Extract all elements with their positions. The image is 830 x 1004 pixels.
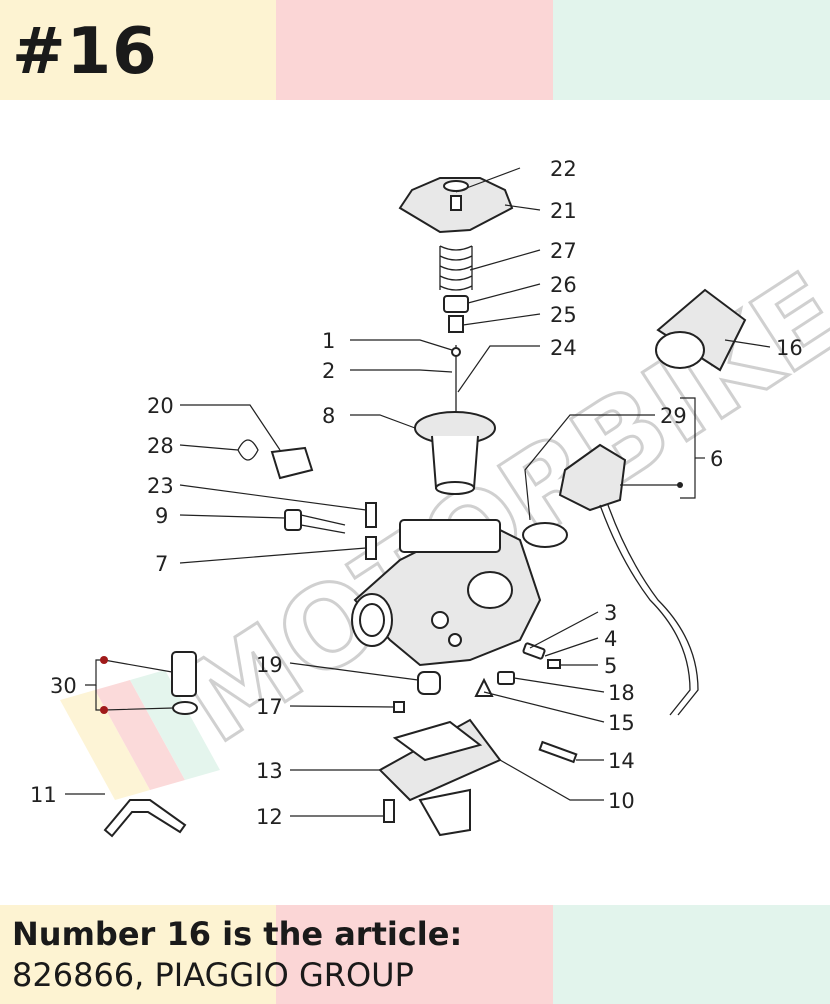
part-3 (522, 642, 546, 660)
part-23 (365, 502, 377, 528)
part-6-intake (558, 443, 699, 716)
callout-20: 20 (147, 394, 174, 418)
callout-25: 25 (550, 303, 577, 327)
part-16-cylinder (655, 288, 747, 372)
part-retainer (443, 295, 469, 313)
part-11-fitting (103, 799, 187, 838)
callout-28: 28 (147, 434, 174, 458)
part-float-bowl (378, 718, 578, 837)
callout-9: 9 (155, 504, 168, 528)
part-carburetor-body (351, 518, 542, 667)
footer-band-yellow (0, 905, 276, 1004)
part-30-group (171, 651, 198, 715)
part-29-oring (522, 522, 568, 548)
part-diaphragm (414, 411, 496, 495)
callout-30: 30 (50, 674, 77, 698)
callout-16: 16 (776, 336, 803, 360)
part-cover (398, 177, 514, 234)
footer-band (0, 905, 830, 1004)
callout-22: 22 (550, 157, 577, 181)
callout-3: 3 (604, 601, 617, 625)
part-28-clip (237, 439, 259, 461)
part-small-spring (448, 315, 464, 333)
leader-lines (65, 167, 771, 817)
part-9-screw (284, 509, 346, 534)
part-18 (497, 671, 515, 685)
callout-13: 13 (256, 759, 283, 783)
callout-14: 14 (608, 749, 635, 773)
callout-7: 7 (155, 552, 168, 576)
callout-21: 21 (550, 199, 577, 223)
callout-27: 27 (550, 239, 577, 263)
part-7 (365, 536, 377, 560)
part-20-sleeve (270, 446, 314, 480)
callout-11: 11 (30, 783, 57, 807)
part-19 (417, 671, 441, 695)
callout-17: 17 (256, 695, 283, 719)
part-5 (547, 659, 561, 669)
callout-29: 29 (660, 404, 687, 428)
callout-6: 6 (710, 447, 723, 471)
callout-12: 12 (256, 805, 283, 829)
callout-4: 4 (604, 627, 617, 651)
part-15 (474, 677, 494, 697)
leader-dots (100, 482, 683, 714)
header-band-yellow (0, 0, 276, 100)
callout-2: 2 (322, 359, 335, 383)
exploded-parts-diagram: MOTORBIKE (30, 157, 830, 838)
part-12-screw (383, 799, 395, 823)
callout-1: 1 (322, 329, 335, 353)
callout-5: 5 (604, 654, 617, 678)
caption-article: 826866, PIAGGIO GROUP (12, 956, 414, 994)
callout-labels: 22 21 27 26 25 1 24 2 16 20 8 29 6 28 23… (30, 157, 803, 829)
part-17 (393, 701, 405, 713)
callout-24: 24 (550, 336, 577, 360)
part-14-pin (538, 740, 578, 764)
footer-band-pink (276, 905, 553, 1004)
page-title: #16 (12, 15, 158, 89)
header-band-mint (553, 0, 830, 100)
footer-band-mint (553, 905, 830, 1004)
header-band (0, 0, 830, 100)
part-spring (439, 245, 473, 291)
header-band-pink (276, 0, 553, 100)
callout-10: 10 (608, 789, 635, 813)
callout-23: 23 (147, 474, 174, 498)
watermark-stripes (60, 670, 220, 800)
callout-26: 26 (550, 273, 577, 297)
callout-18: 18 (608, 681, 635, 705)
callout-8: 8 (322, 404, 335, 428)
caption-heading: Number 16 is the article: (12, 915, 463, 953)
callout-19: 19 (256, 653, 283, 677)
callout-15: 15 (608, 711, 635, 735)
